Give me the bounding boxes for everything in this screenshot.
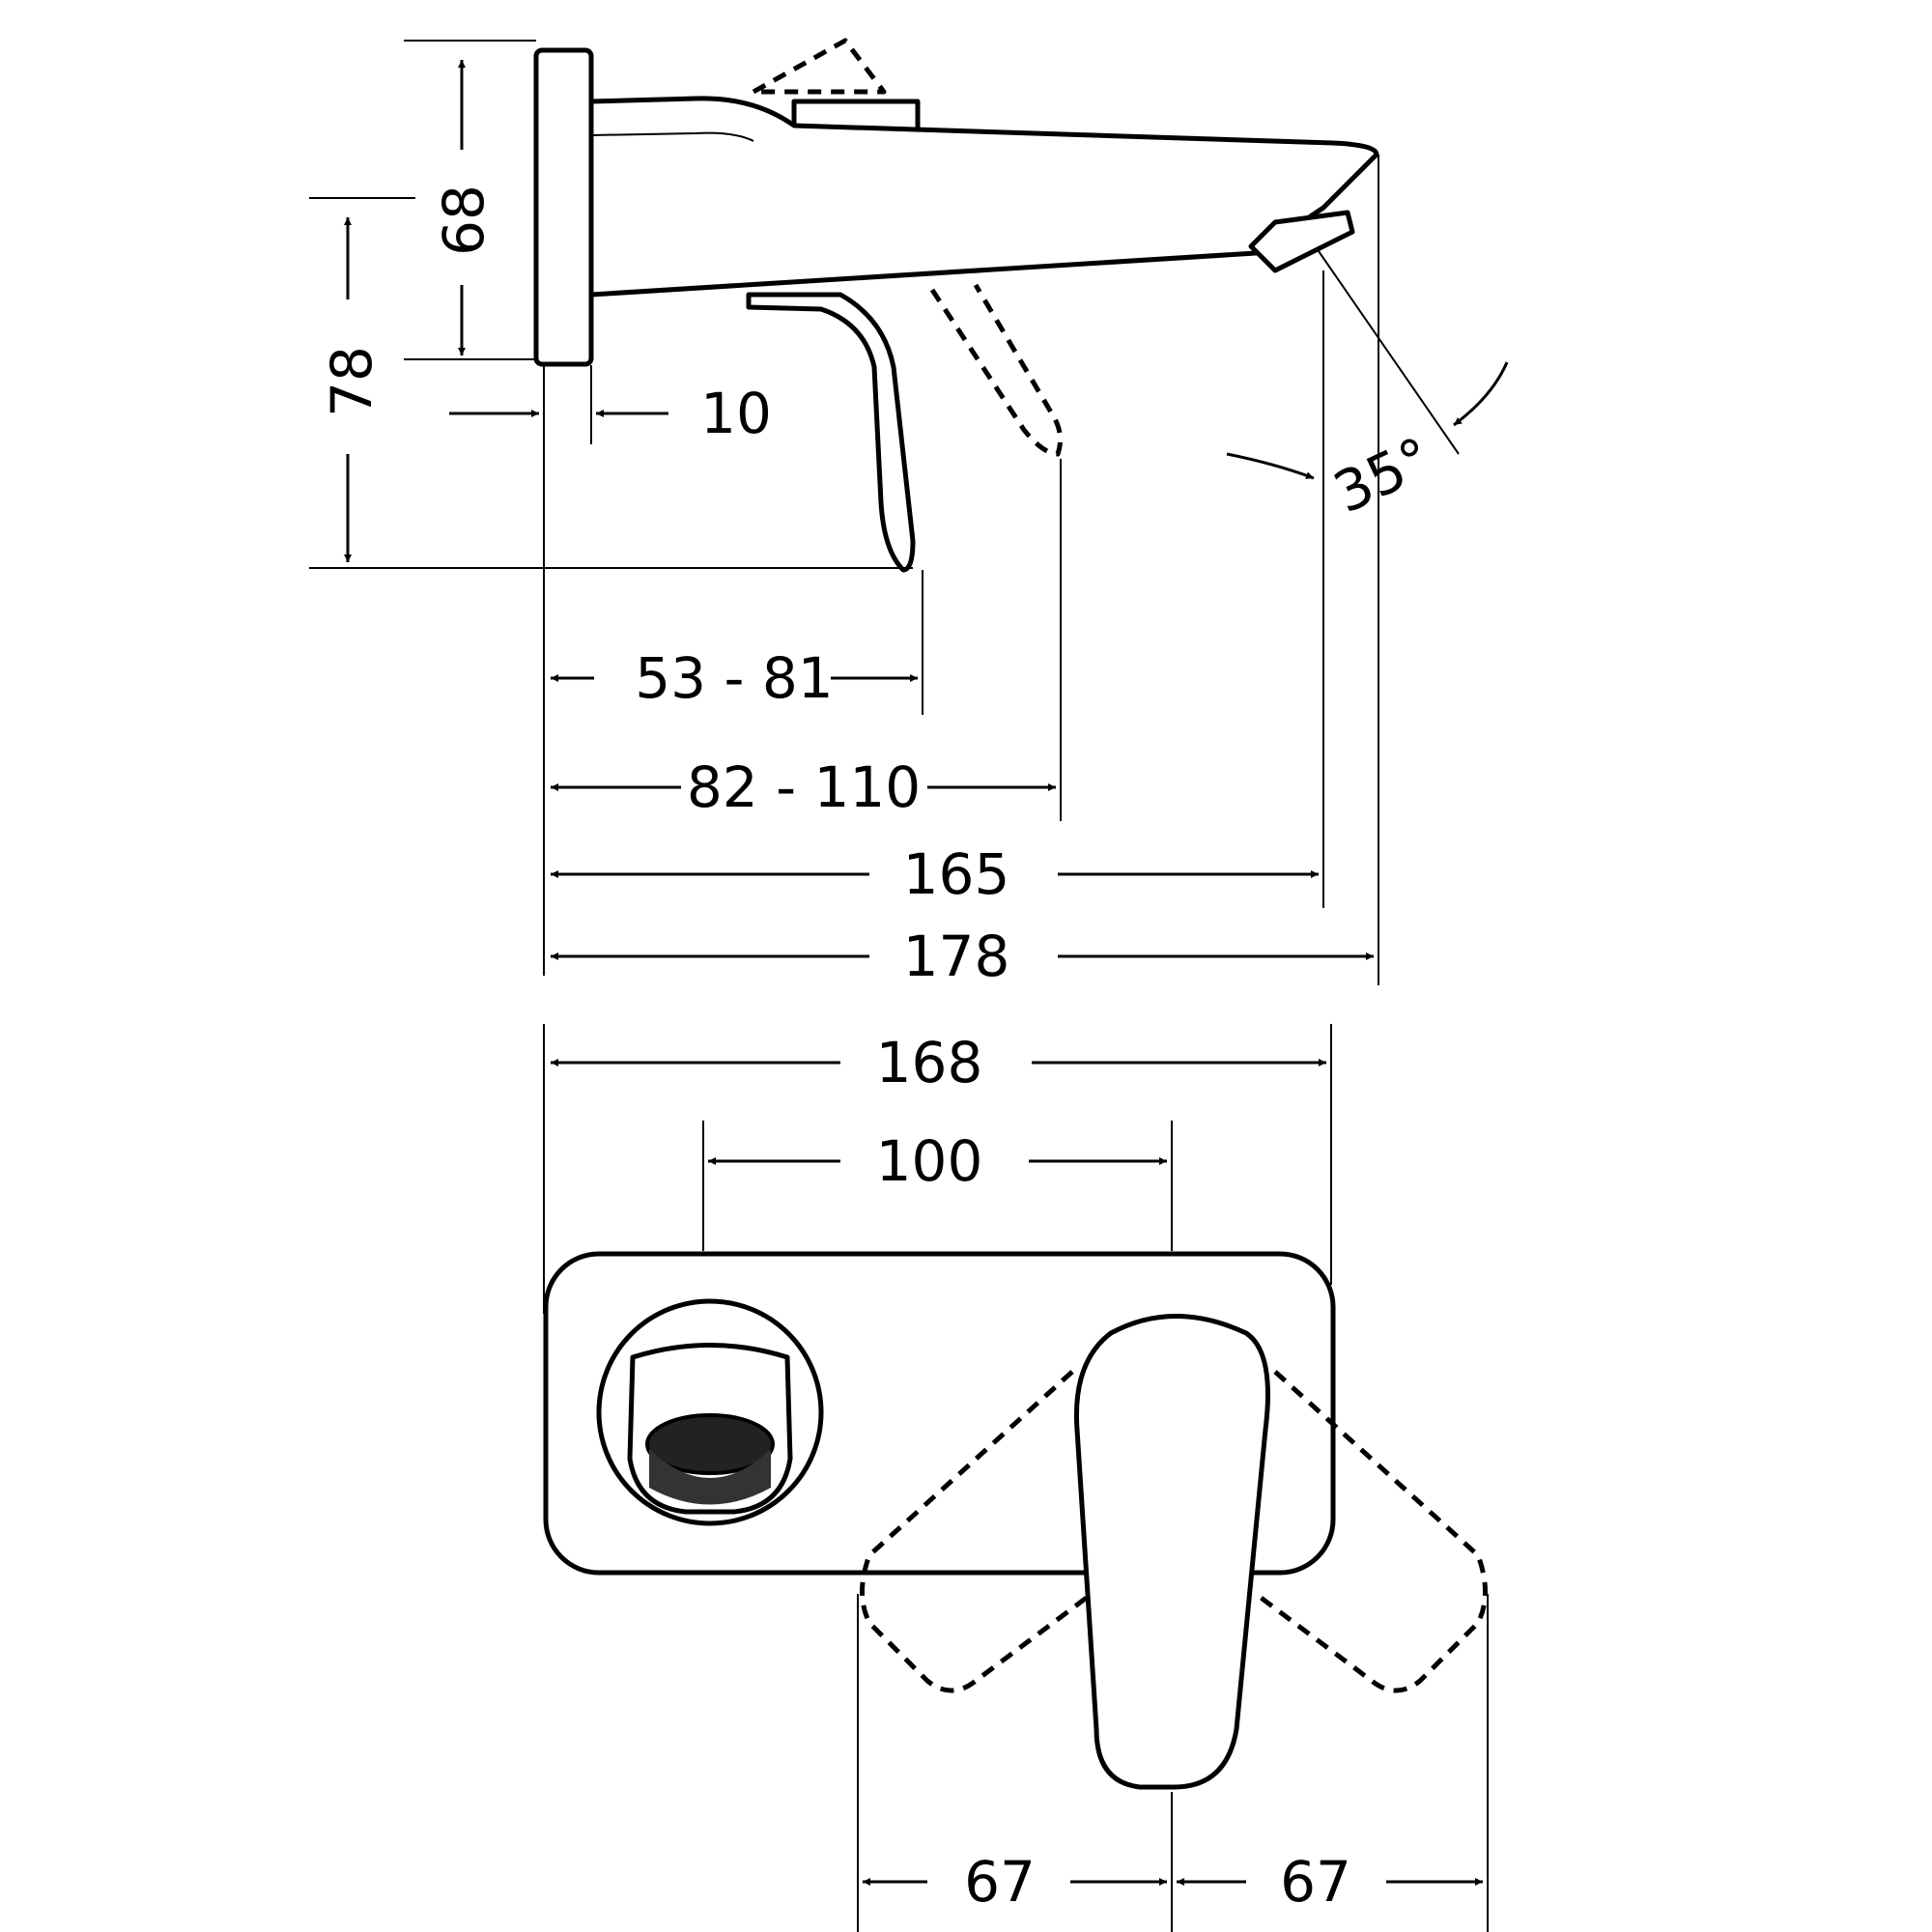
- dim-10: 10: [700, 381, 772, 446]
- dim-168: 168: [876, 1030, 983, 1095]
- lever-handle: [1073, 1314, 1270, 1790]
- spout-outlet: [596, 1298, 824, 1526]
- side-view: 68 78 10 35° 53 - 81 82 - 110 165 178: [309, 38, 1509, 989]
- dim-68: 68: [431, 185, 497, 256]
- dim-100: 100: [876, 1128, 983, 1194]
- dim-53-81: 53 - 81: [635, 645, 833, 711]
- front-view: 168 100 67 67: [543, 1024, 1489, 1932]
- handle-lever: [746, 292, 916, 573]
- lever-dashed-down: [929, 283, 1064, 457]
- lever-dashed-right: [1254, 1370, 1488, 1693]
- wall-plate: [533, 47, 594, 367]
- lever-dashed-up: [751, 38, 887, 95]
- dim-35-degrees: 35°: [1324, 424, 1442, 526]
- dim-165: 165: [903, 841, 1010, 907]
- lever-dashed-left: [860, 1370, 1094, 1693]
- dim-67-right: 67: [1280, 1849, 1351, 1915]
- dim-178: 178: [903, 923, 1010, 989]
- dim-67-left: 67: [964, 1849, 1036, 1915]
- aerator: [1248, 210, 1355, 273]
- spout-body: [588, 96, 1379, 298]
- dim-82-110: 82 - 110: [687, 754, 921, 820]
- dim-78: 78: [319, 346, 384, 417]
